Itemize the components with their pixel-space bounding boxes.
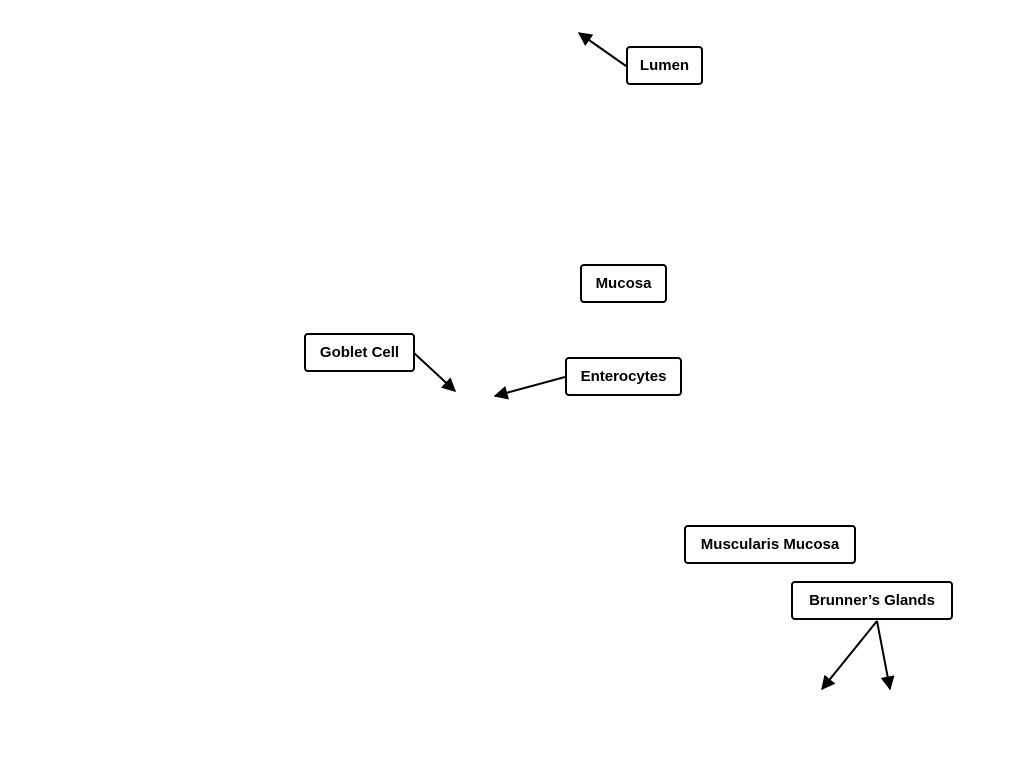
enterocytes-arrow (493, 376, 566, 400)
muscularis-mucosa-label: Muscularis Mucosa (684, 525, 856, 564)
lumen-label: Lumen (626, 46, 703, 85)
brunners-glands-arrow-right (876, 620, 895, 691)
enterocytes-label: Enterocytes (565, 357, 682, 396)
brunners-glands-label: Brunner’s Glands (791, 581, 953, 620)
mucosa-label: Mucosa (580, 264, 667, 303)
brunners-glands-arrow-left (821, 620, 878, 691)
lumen-arrow (577, 32, 627, 67)
goblet-cell-arrow (413, 352, 457, 392)
goblet-cell-label: Goblet Cell (304, 333, 415, 372)
